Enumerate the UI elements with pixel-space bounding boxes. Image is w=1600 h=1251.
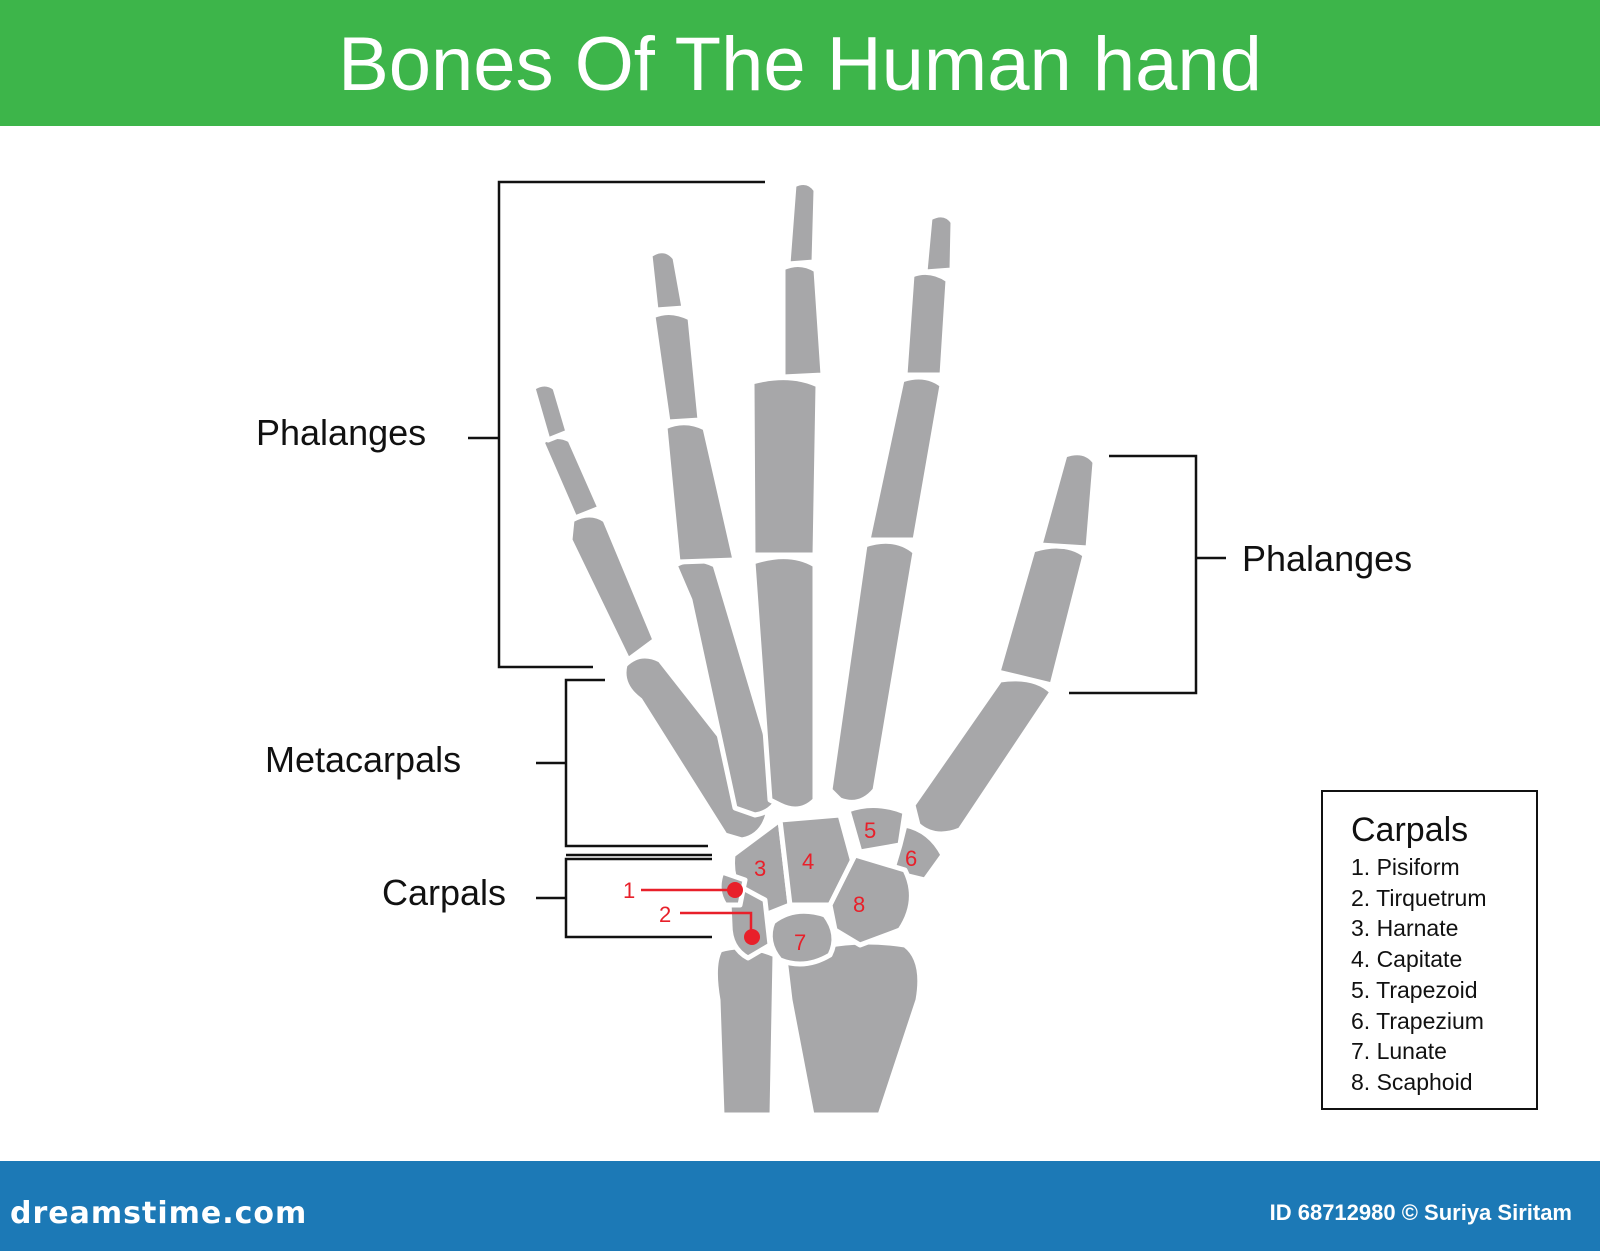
- page-title: Bones Of The Human hand: [338, 22, 1262, 107]
- bone-number-7: 7: [794, 930, 806, 955]
- radius: [782, 939, 923, 1118]
- index-metacarpal: [827, 538, 918, 805]
- legend-item: 1. Pisiform: [1351, 854, 1460, 880]
- pointer-lines: [641, 888, 753, 935]
- carpal-8: [827, 852, 914, 948]
- thumb-distal-phalanx: [1037, 450, 1098, 551]
- bone-number-2: 2: [659, 902, 671, 927]
- pointer-2-line: [680, 911, 753, 935]
- legend-item: 3. Harnate: [1351, 915, 1459, 942]
- legend-item: 7. Lunate: [1351, 1038, 1447, 1065]
- carpals-bracket: [564, 857, 712, 939]
- pointer-2-dot: [744, 929, 760, 945]
- middle-middle-phalanx: [780, 262, 826, 380]
- thumb-proximal-phalanx: [995, 543, 1088, 688]
- label-metacarpals: Metacarpals: [265, 739, 462, 780]
- ring-proximal-phalanx: [662, 420, 738, 565]
- footer-bar: [0, 1161, 1600, 1251]
- legend-item: 2. Tirquetrum: [1351, 884, 1487, 911]
- carpals-legend: Carpals 1. Pisiform 2. Tirquetrum 3. Har…: [1321, 790, 1538, 1110]
- bone-numbers: 1 2 3 4 5 6 7 8: [623, 818, 917, 955]
- bone-number-1: 1: [623, 878, 635, 903]
- legend-item: 4. Capitate: [1351, 946, 1463, 973]
- legend-item: 6. Trapezium: [1351, 1007, 1484, 1034]
- hand-skeleton: [530, 179, 1098, 1118]
- bone-number-4: 4: [802, 849, 814, 874]
- footer-logo: dreamstime.com: [10, 1196, 308, 1231]
- ulna: [712, 944, 778, 1118]
- index-middle-phalanx: [902, 269, 951, 378]
- phalanges-right-bracket: [1069, 454, 1198, 695]
- index-proximal-phalanx: [865, 374, 945, 543]
- carpal-5: [845, 803, 908, 855]
- legend-title: Carpals: [1351, 811, 1469, 849]
- bone-number-5: 5: [864, 818, 876, 843]
- thumb-metacarpal: [910, 676, 1055, 837]
- little-middle-phalanx: [539, 434, 603, 521]
- little-proximal-phalanx: [567, 512, 658, 663]
- middle-distal-phalanx: [785, 179, 819, 267]
- bracket-lines: [468, 180, 1226, 939]
- footer-credit: ID 68712980 © Suriya Siritam: [1269, 1200, 1572, 1225]
- header-bar: [0, 0, 1600, 126]
- carpal-6: [889, 822, 946, 883]
- little-distal-phalanx: [530, 381, 571, 443]
- index-distal-phalanx: [922, 212, 956, 275]
- phalanges-left-bracket: [497, 180, 765, 669]
- legend-item: 5. Trapezoid: [1351, 976, 1478, 1003]
- ring-middle-phalanx: [650, 310, 703, 425]
- bone-number-6: 6: [905, 846, 917, 871]
- middle-proximal-phalanx: [749, 375, 821, 558]
- label-carpals: Carpals: [382, 872, 507, 913]
- bone-number-3: 3: [754, 856, 766, 881]
- legend-item: 8. Scaphoid: [1351, 1068, 1473, 1095]
- pointer-1-dot: [727, 882, 743, 898]
- ring-distal-phalanx: [647, 248, 687, 313]
- bone-number-8: 8: [853, 892, 865, 917]
- label-phalanges-left: Phalanges: [256, 412, 427, 453]
- label-phalanges-right: Phalanges: [1242, 538, 1413, 579]
- carpal-7: [767, 908, 837, 967]
